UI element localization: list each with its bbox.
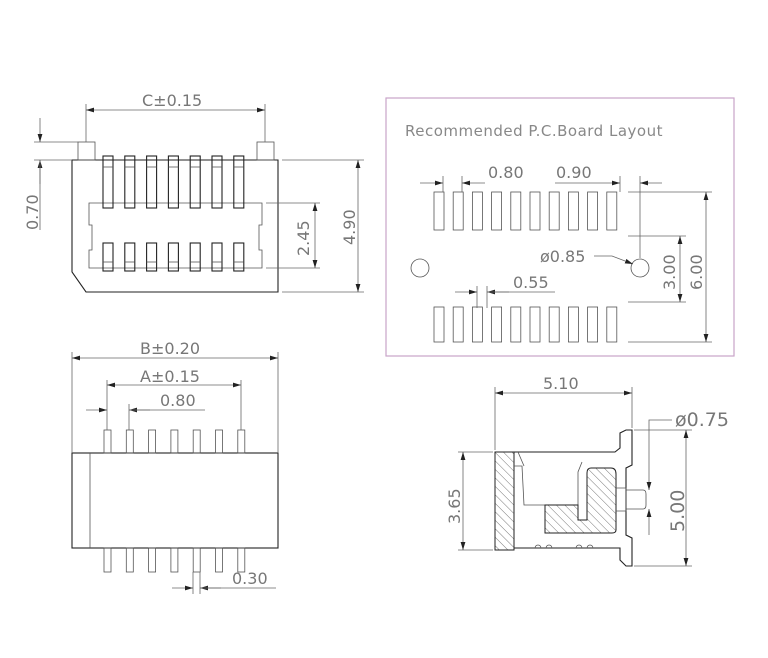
pad-top (510, 191, 522, 231)
pad-pitch-label: 0.80 (488, 163, 524, 182)
pad-bottom (568, 306, 579, 343)
top-pin (146, 155, 158, 209)
pcb-layout: Recommended P.C.Board Layout 0.80 0.90 ø… (385, 97, 735, 357)
pads (433, 191, 618, 343)
bottom-pin (124, 242, 136, 272)
front-housing (71, 452, 279, 549)
hatched-contact (544, 467, 617, 534)
post-left (77, 141, 96, 161)
bottom-pin (102, 242, 114, 272)
pad-top (491, 191, 503, 231)
front-pin-bottom (125, 547, 134, 573)
inner-frame (88, 202, 263, 269)
front-view: B±0.20 A±0.15 0.80 0.30 (71, 339, 279, 594)
dim-height-label: 3.65 (445, 488, 464, 524)
front-pin-top (170, 429, 179, 454)
side-view: 5.10 3.65 ø0.75 5.00 (445, 374, 729, 567)
top-pin (211, 155, 223, 209)
pad-top (587, 191, 598, 231)
pad-bottom (548, 306, 560, 343)
row-gap-label: 3.00 (660, 254, 679, 290)
hole-left (410, 258, 430, 278)
row-span-label: 6.00 (687, 254, 706, 290)
top-pin (102, 155, 114, 209)
front-pin-top (237, 429, 246, 454)
top-view: C±0.15 0.70 2.45 4.90 (23, 91, 364, 293)
pad-top (471, 191, 483, 231)
front-pin-bottom (103, 547, 112, 573)
top-pin (189, 155, 201, 209)
front-pin-bottom (237, 547, 246, 573)
bottom-pin (167, 242, 179, 272)
dim-a-label: A±0.15 (140, 367, 200, 386)
top-pin (233, 155, 245, 209)
pad-top (548, 191, 560, 231)
pad-top (433, 191, 445, 231)
dim-pin-width-label: 0.30 (232, 569, 268, 588)
front-pins (103, 429, 246, 573)
peg-dia-label: ø0.75 (675, 409, 729, 431)
dim-total-height-label: 5.00 (667, 490, 689, 532)
front-pin-top (215, 429, 223, 454)
pad-top (529, 191, 541, 231)
bottom-pin (146, 242, 158, 272)
pad-bottom (471, 306, 483, 343)
pad-top (452, 191, 464, 231)
dim-inner-label: 2.45 (294, 220, 313, 256)
pad-bottom (452, 306, 464, 343)
dim-b-label: B±0.20 (140, 339, 200, 358)
top-pin (124, 155, 136, 209)
pad-bottom (433, 306, 445, 343)
post-right (256, 141, 275, 161)
pad-bottom (510, 306, 522, 343)
top-pin (167, 155, 179, 209)
pad-width-label: 0.55 (513, 273, 549, 292)
bottom-pin (189, 242, 201, 272)
pad-bottom (587, 306, 598, 343)
front-pin-top (192, 429, 201, 454)
pad-bottom (491, 306, 503, 343)
dim-total-label: 4.90 (340, 209, 359, 245)
pad-top (606, 191, 618, 231)
pcb-layout-frame (385, 97, 735, 357)
peg (626, 489, 647, 510)
pad-top (568, 191, 579, 231)
side-outline (514, 429, 633, 567)
pad-bottom (606, 306, 618, 343)
bottom-pin (233, 242, 245, 272)
front-pin-bottom (148, 547, 157, 573)
top-pins (102, 155, 245, 272)
pad-bottom (529, 306, 541, 343)
front-pin-bottom (170, 547, 179, 573)
front-pin-bottom (215, 547, 223, 573)
pcb-layout-title: Recommended P.C.Board Layout (405, 122, 663, 140)
bottom-pin (211, 242, 223, 272)
pad-offset-label: 0.90 (556, 163, 592, 182)
dim-pitch-label: 0.80 (160, 391, 196, 410)
dim-c-label: C±0.15 (142, 91, 202, 110)
front-pin-top (148, 429, 157, 454)
dim-post-height-label: 0.70 (23, 194, 42, 230)
hole-dia-label: ø0.85 (540, 247, 585, 266)
front-pin-top (125, 429, 134, 454)
front-pin-bottom (192, 547, 201, 573)
dim-depth-label: 5.10 (543, 374, 579, 393)
front-pin-top (103, 429, 112, 454)
hatched-wall (494, 451, 515, 551)
hole-right (630, 258, 650, 278)
